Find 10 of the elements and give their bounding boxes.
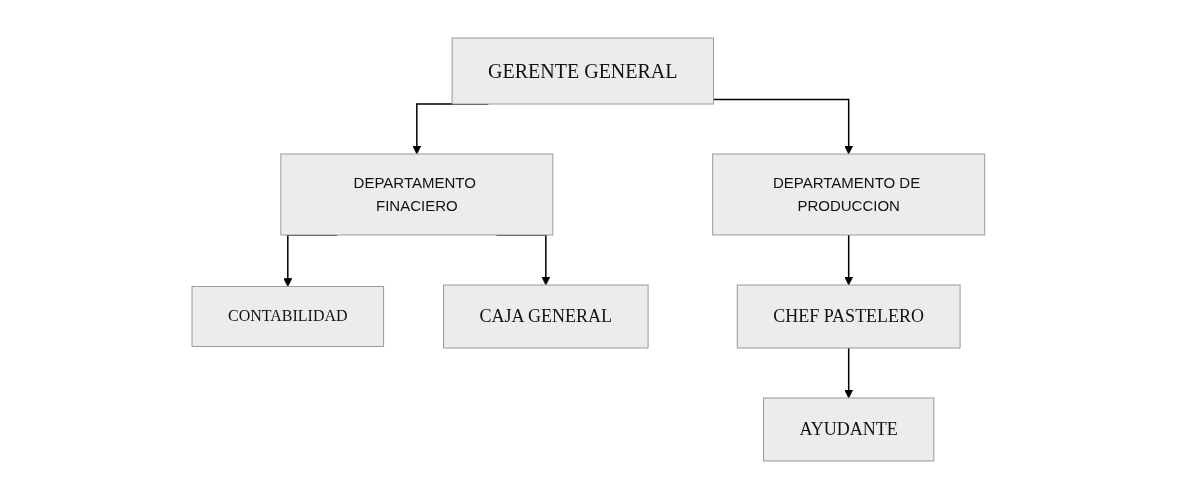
node-box: CONTABILIDAD <box>191 285 385 347</box>
node-box: CAJA GENERAL <box>443 284 649 348</box>
arrow <box>712 98 854 154</box>
node-box: DEPARTAMENTO DE PRODUCCION <box>712 153 986 235</box>
arrow <box>844 233 854 285</box>
node-box: CHEF PASTELERO <box>736 284 961 348</box>
node-box: GERENTE GENERAL <box>451 37 715 104</box>
node-box: AYUDANTE <box>763 397 935 461</box>
arrow <box>844 346 854 398</box>
node-box: DEPARTAMENTO FINACIERO <box>280 153 554 235</box>
